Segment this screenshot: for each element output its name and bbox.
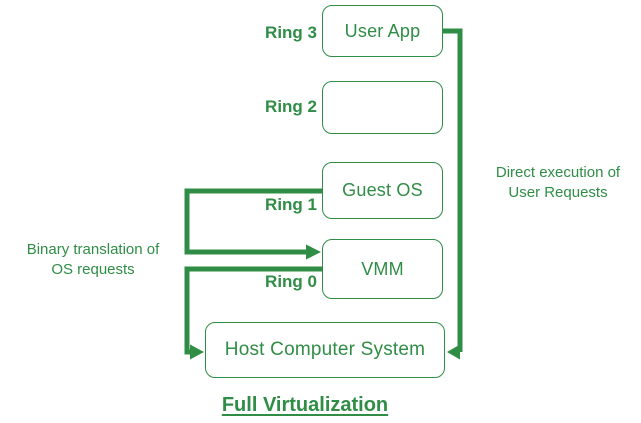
direct-execution-label: Direct execution of User Requests xyxy=(475,163,641,203)
user-app-box-label: User App xyxy=(344,20,421,41)
user-app-box: User App xyxy=(322,5,443,57)
ring-1-label: Ring 1 xyxy=(265,195,317,214)
vmm-box-label: VMM xyxy=(361,258,404,279)
ring-2-label: Ring 2 xyxy=(265,97,317,116)
direct-execution-line1: Direct execution of xyxy=(495,164,621,181)
direct-execution-arrow xyxy=(443,28,463,360)
diagram-title: Full Virtualization xyxy=(221,394,389,416)
binary-translation-line2: OS requests xyxy=(51,261,135,278)
guest-os-box: Guest OS xyxy=(322,162,443,219)
binary-translation-line1: Binary translation of xyxy=(26,241,160,258)
host-computer-system-label: Host Computer System xyxy=(224,339,426,360)
host-computer-system-box: Host Computer System xyxy=(205,322,445,378)
direct-execution-line2: User Requests xyxy=(508,184,608,201)
guest-os-box-label: Guest OS xyxy=(342,180,423,200)
binary-translation-label: Binary translation of OS requests xyxy=(2,240,184,280)
ring-0-label: Ring 0 xyxy=(265,272,317,291)
ring-3-label: Ring 3 xyxy=(265,23,317,42)
vmm-box: VMM xyxy=(322,239,443,299)
ring-2-box xyxy=(322,81,443,134)
